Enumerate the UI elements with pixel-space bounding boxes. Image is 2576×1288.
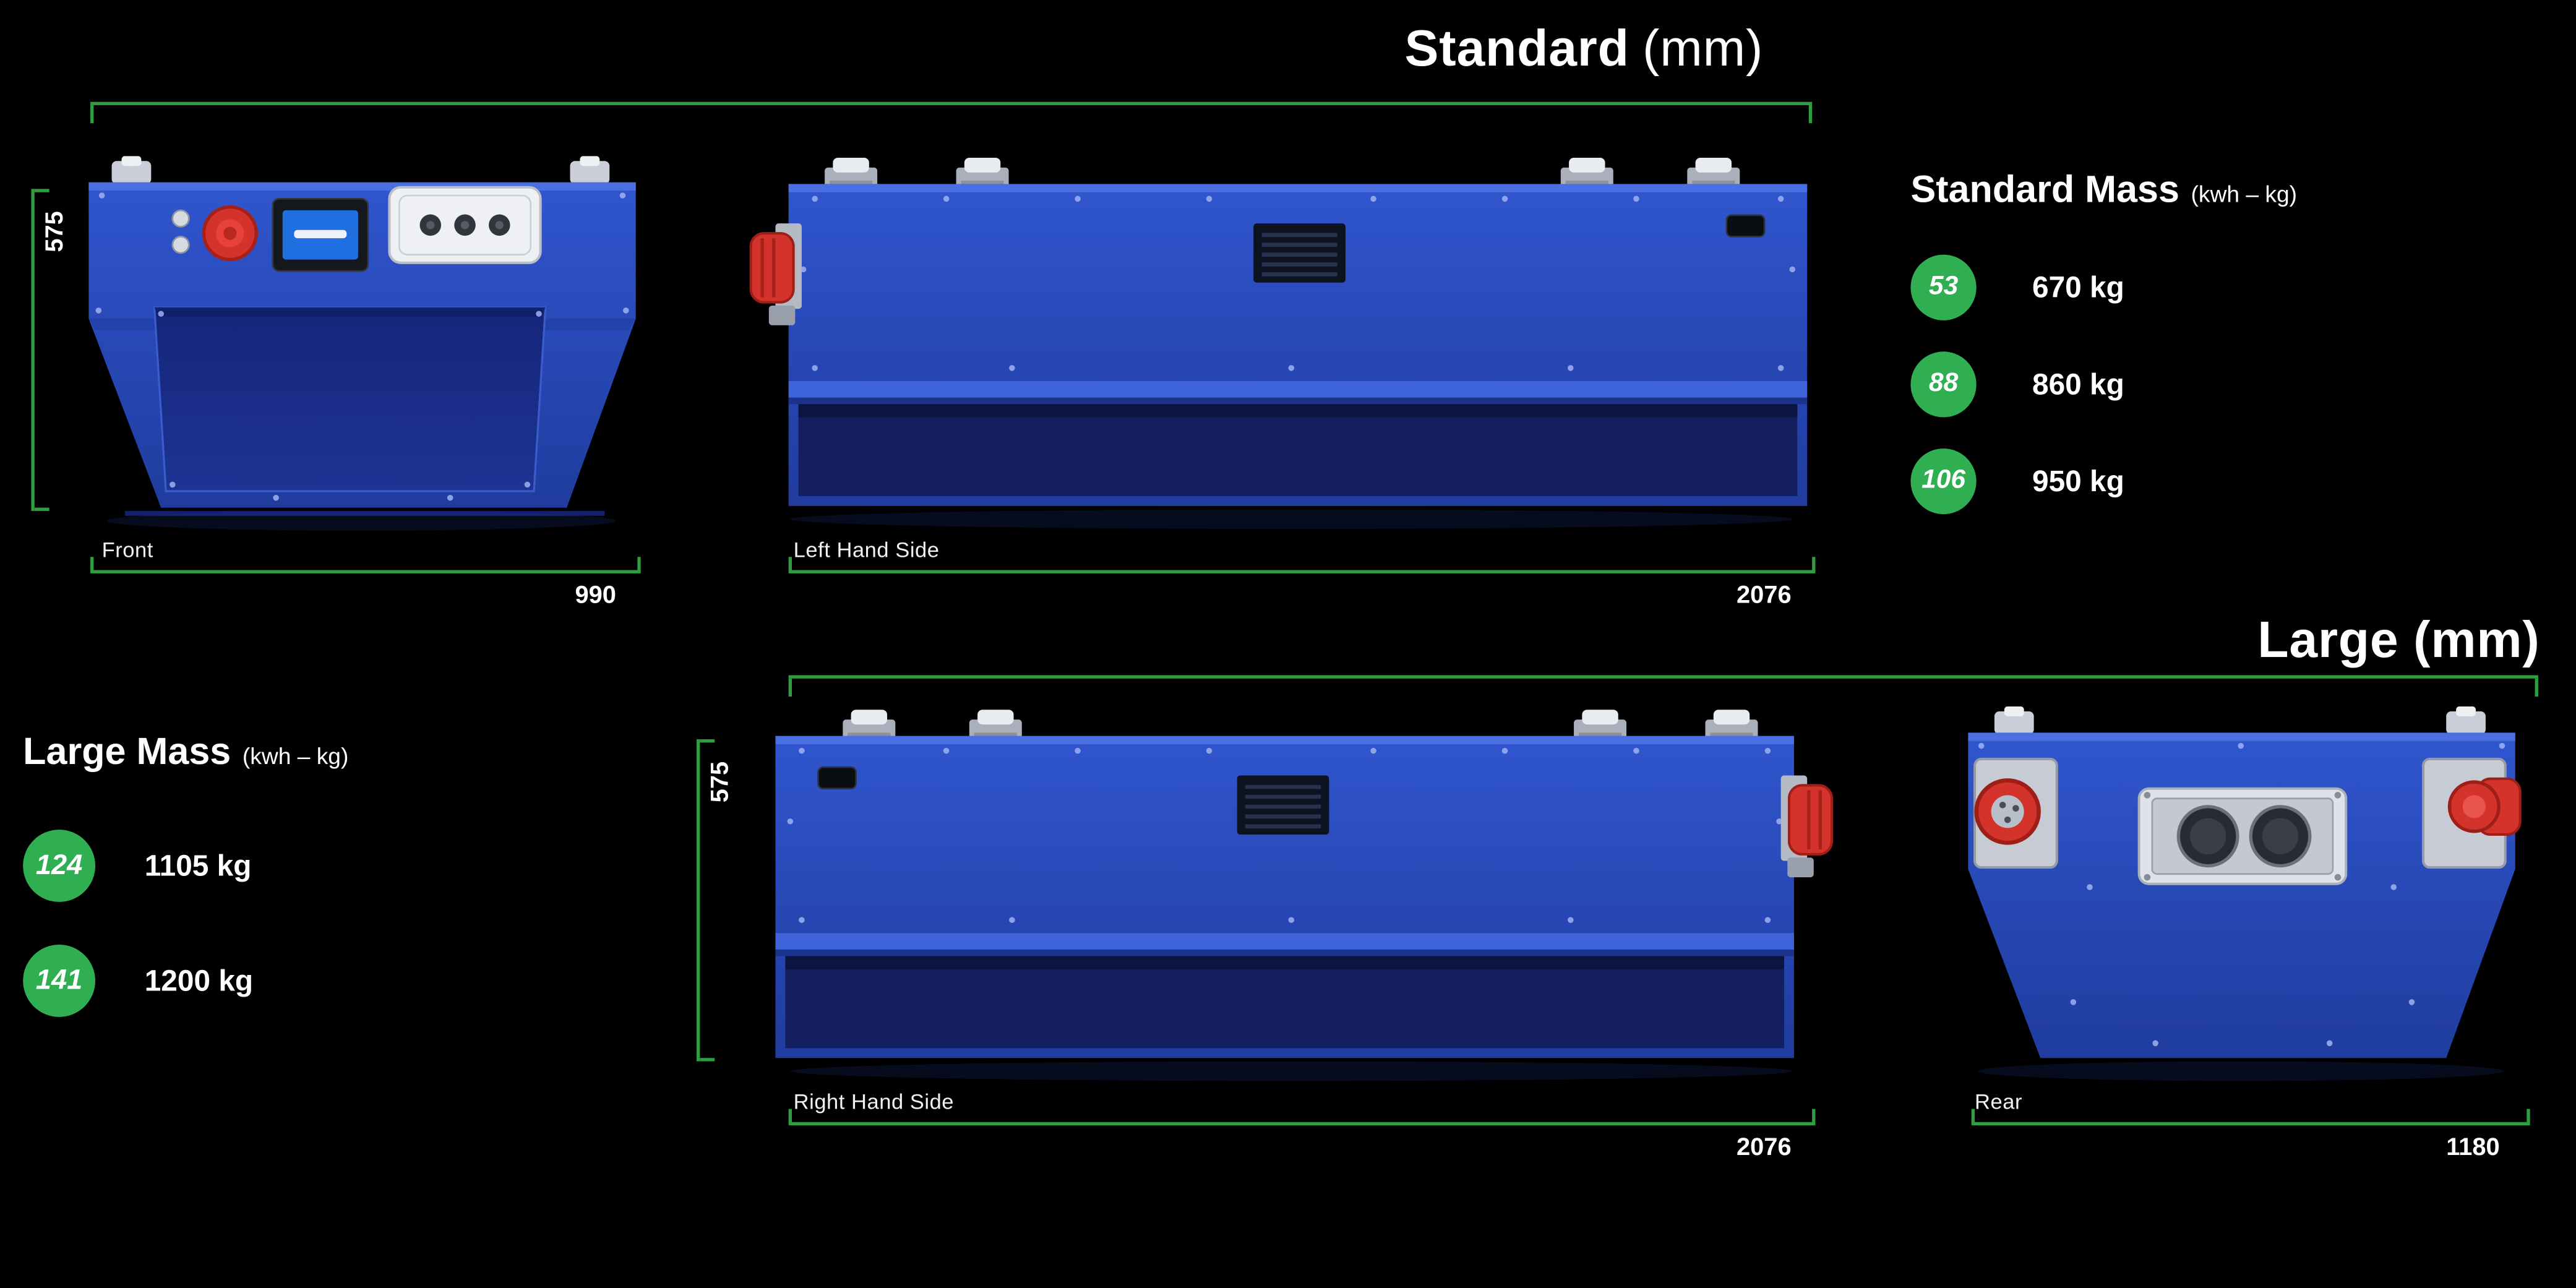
front-ports-panel bbox=[388, 186, 542, 264]
rear-view-label: Rear bbox=[1975, 1089, 2023, 1114]
mass-value: 1200 kg bbox=[144, 963, 254, 997]
left-side-view-render bbox=[749, 155, 1834, 536]
standard-mass-header: Standard Mass (kwh – kg) bbox=[1910, 168, 2297, 212]
large-span-line bbox=[788, 675, 2538, 697]
mass-value: 950 kg bbox=[2032, 464, 2124, 497]
mass-row: 124 1105 kg bbox=[23, 830, 348, 902]
right-side-view-label: Right Hand Side bbox=[793, 1089, 955, 1114]
right-side-width-dim-label: 2076 bbox=[1736, 1133, 1792, 1162]
large-mass-header: Large Mass (kwh – kg) bbox=[23, 729, 348, 774]
rear-body bbox=[1968, 732, 2515, 1058]
front-recessed-panel bbox=[153, 306, 547, 492]
lifting-lugs bbox=[111, 156, 610, 184]
front-height-dim-label: 575 bbox=[41, 211, 69, 252]
right-side-width-dim-line bbox=[788, 1109, 1816, 1126]
mass-row: 88 860 kg bbox=[1910, 351, 2297, 418]
large-mass-title: Large Mass bbox=[23, 729, 231, 773]
front-width-dim-label: 990 bbox=[575, 582, 616, 610]
large-mass-unit: (kwh – kg) bbox=[242, 742, 349, 769]
rear-width-dim-label: 1180 bbox=[2446, 1133, 2500, 1162]
standard-title-unit: (mm) bbox=[1642, 19, 1764, 77]
kwh-badge: 88 bbox=[1910, 351, 1977, 418]
right-side-height-dim-line bbox=[696, 739, 715, 1062]
mass-value: 860 kg bbox=[2032, 367, 2124, 400]
mass-row: 106 950 kg bbox=[1910, 448, 2297, 515]
kwh-badge: 141 bbox=[23, 944, 96, 1017]
standard-mass-block: Standard Mass (kwh – kg) 53 670 kg 88 860… bbox=[1910, 168, 2297, 546]
rear-ports-panel bbox=[2137, 787, 2348, 885]
rear-right-red-connector-icon bbox=[2422, 757, 2522, 869]
mass-row: 53 670 kg bbox=[1910, 254, 2297, 320]
left-side-width-dim-line bbox=[788, 557, 1816, 573]
kwh-badge: 53 bbox=[1910, 254, 1977, 320]
large-section-title: Large (mm) bbox=[2257, 611, 2540, 669]
red-socket-icon bbox=[202, 205, 258, 262]
rear-width-dim-line bbox=[1971, 1109, 2530, 1126]
rivets bbox=[95, 192, 629, 501]
standard-mass-title: Standard Mass bbox=[1910, 167, 2179, 210]
standard-title-text: Standard bbox=[1404, 19, 1629, 77]
mass-value: 670 kg bbox=[2032, 270, 2124, 303]
front-buttons bbox=[171, 209, 190, 254]
left-side-view-label: Left Hand Side bbox=[793, 537, 940, 562]
front-height-dim-line bbox=[31, 189, 49, 511]
display-screen bbox=[272, 198, 369, 272]
rear-left-red-connector-icon bbox=[1973, 757, 2058, 869]
kwh-badge: 106 bbox=[1910, 448, 1977, 515]
front-view-label: Front bbox=[101, 537, 153, 562]
front-view-render bbox=[88, 156, 636, 531]
kwh-badge: 124 bbox=[23, 830, 96, 902]
left-side-width-dim-label: 2076 bbox=[1736, 582, 1792, 610]
front-width-dim-line bbox=[90, 557, 641, 573]
lifting-lugs bbox=[1994, 706, 2486, 735]
large-mass-block: Large Mass (kwh – kg) 124 1105 kg 141 120… bbox=[23, 729, 348, 1060]
rivets bbox=[1978, 742, 2505, 1047]
mass-value: 1105 kg bbox=[144, 848, 252, 882]
right-side-view-render bbox=[749, 706, 1834, 1088]
standard-mass-unit: (kwh – kg) bbox=[2191, 181, 2298, 207]
standard-span-line bbox=[90, 101, 1813, 124]
right-side-height-dim-label: 575 bbox=[706, 761, 735, 803]
mass-row: 141 1200 kg bbox=[23, 944, 348, 1017]
rear-view-render bbox=[1968, 706, 2522, 1081]
standard-section-title: Standard(mm) bbox=[1405, 20, 1764, 79]
